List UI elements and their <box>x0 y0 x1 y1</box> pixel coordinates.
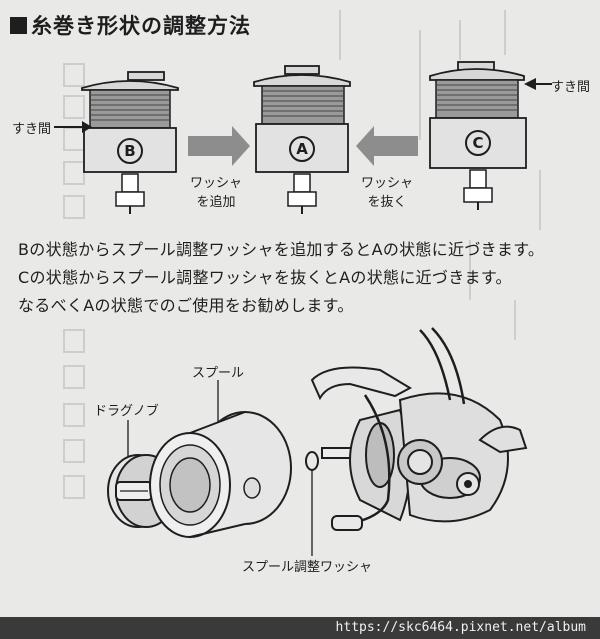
adjustment-washer-drawing <box>305 451 319 471</box>
gap-label-right: すき間 <box>551 80 591 95</box>
gap-arrow-right-icon <box>524 78 552 90</box>
instruction-line-2: Cの状態からスプール調整ワッシャを抜くとAの状態に近づきます。 <box>18 268 512 287</box>
add-washer-line2: を追加 <box>196 195 236 210</box>
add-washer-line1: ワッシャ <box>189 176 242 191</box>
remove-washer-line2: を抜く <box>367 195 407 210</box>
add-washer-arrow-icon <box>188 126 250 166</box>
spool-drawing <box>149 411 292 540</box>
reel-body-drawing <box>310 327 528 531</box>
page-title: 糸巻き形状の調整方法 <box>10 10 251 40</box>
spool-label: スプール <box>192 366 245 381</box>
add-washer-label: ワッシャ を追加 <box>181 174 251 212</box>
background-texture <box>63 10 541 499</box>
spool-a-badge: A <box>289 136 315 162</box>
instruction-line-3: なるべくAの状態でのご使用をお勧めします。 <box>18 296 354 315</box>
gap-arrow-left-icon <box>54 121 92 133</box>
spool-c-diagram <box>429 61 527 210</box>
page-title-text: 糸巻き形状の調整方法 <box>31 14 251 38</box>
watermark-text: https://skc6464.pixnet.net/album <box>335 620 586 635</box>
washer-label: スプール調整ワッシャ <box>242 560 373 575</box>
remove-washer-arrow-icon <box>356 126 418 166</box>
spool-c-badge: C <box>465 130 491 156</box>
gap-label-left: すき間 <box>12 122 52 137</box>
remove-washer-line1: ワッシャ <box>360 176 413 191</box>
instruction-line-1: Bの状態からスプール調整ワッシャを追加するとAの状態に近づきます。 <box>18 240 545 259</box>
watermark-bar: https://skc6464.pixnet.net/album <box>0 617 600 639</box>
spool-b-badge: B <box>117 138 143 164</box>
spool-a-diagram <box>253 65 351 214</box>
drag-knob-label: ドラグノブ <box>94 404 159 419</box>
remove-washer-label: ワッシャ を抜く <box>352 174 422 212</box>
title-square-bullet-icon <box>10 17 27 34</box>
